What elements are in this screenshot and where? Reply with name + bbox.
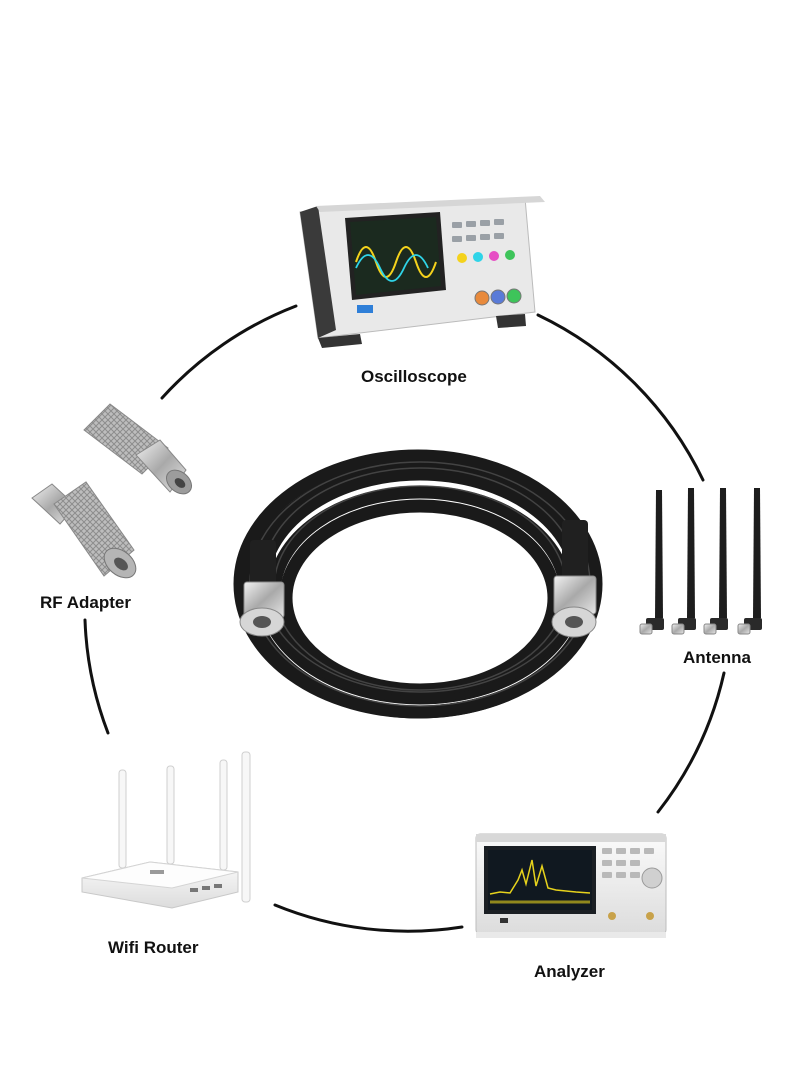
wifi-router-image [81, 751, 251, 909]
bnc-connector-left [239, 540, 285, 637]
antenna-1 [639, 490, 664, 635]
rf-adapter-upper [83, 403, 193, 495]
bnc-connector-right [551, 520, 597, 638]
antenna-3 [703, 488, 728, 635]
antenna-image [639, 488, 762, 635]
arc-oscilloscope-to-antenna [536, 313, 705, 482]
label-oscilloscope: Oscilloscope [361, 367, 467, 386]
coax-cable-image [233, 449, 603, 719]
rf-adapter-image [31, 403, 193, 579]
arc-antenna-to-analyzer [656, 671, 726, 814]
antenna-4 [737, 488, 762, 635]
label-rf-adapter: RF Adapter [40, 593, 131, 612]
arc-analyzer-to-router [273, 903, 464, 933]
label-analyzer: Analyzer [534, 962, 605, 981]
oscilloscope-image [299, 196, 545, 348]
arc-router-to-rf-adapter [83, 618, 110, 735]
rf-adapter-lower [31, 481, 137, 579]
arc-rf-adapter-to-oscilloscope [160, 304, 298, 400]
connector-arcs [83, 304, 726, 933]
label-antenna: Antenna [683, 648, 751, 667]
antenna-2 [671, 488, 696, 635]
label-wifi-router: Wifi Router [108, 938, 199, 957]
analyzer-image [475, 833, 667, 938]
